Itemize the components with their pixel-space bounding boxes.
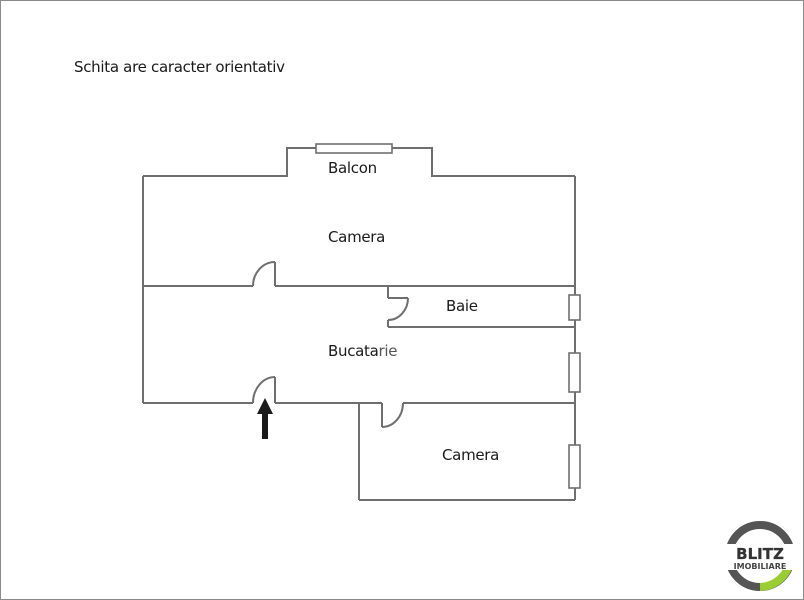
blitz-imobiliare-logo: BLITZ IMOBILIARE <box>723 521 797 591</box>
room-label-camera-2: Camera <box>442 446 500 464</box>
door-camera-2-swing <box>381 402 404 428</box>
door-camera-1-swing <box>252 261 276 287</box>
logo-text-blitz: BLITZ <box>736 545 784 563</box>
window-baie <box>568 294 581 321</box>
room-label-bucatarie: Bucatarie <box>328 342 397 360</box>
window-bucatarie <box>568 352 581 393</box>
disclaimer-note: Schita are caracter orientativ <box>74 58 285 76</box>
room-label-baie: Baie <box>446 297 478 315</box>
room-label-bucatarie-part1: Bucata <box>328 342 379 360</box>
door-entrance-swing <box>252 376 276 404</box>
entrance-arrow-icon <box>257 398 273 439</box>
door-baie-swing <box>387 297 409 321</box>
room-label-balcon: Balcon <box>328 159 377 177</box>
window-balcon <box>315 143 393 154</box>
window-camera-2 <box>568 444 581 489</box>
room-label-bucatarie-part2: rie <box>378 342 398 360</box>
room-label-camera-1: Camera <box>328 228 386 246</box>
logo-text-imobiliare: IMOBILIARE <box>734 562 787 571</box>
